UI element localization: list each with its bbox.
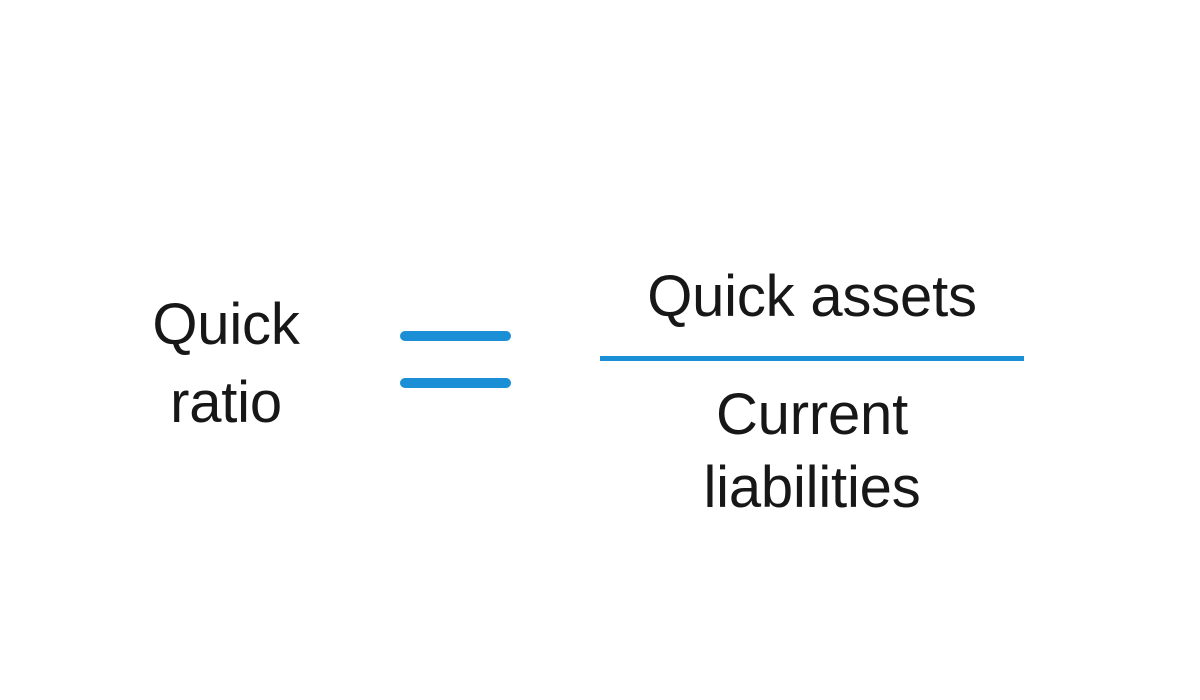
formula-left-term: Quick ratio: [108, 286, 344, 442]
formula-left-term-line-1: Quick: [152, 292, 300, 357]
equals-sign-bar-bottom: [400, 378, 511, 388]
fraction-numerator: Quick assets: [647, 264, 977, 329]
formula-left-term-line-2: ratio: [170, 370, 282, 435]
equals-sign-icon: [400, 331, 511, 388]
equals-sign-bar-top: [400, 331, 511, 341]
formula-fraction: Quick assets Current liabilities: [600, 262, 1024, 524]
fraction-denominator-line-1: Current: [716, 382, 908, 447]
fraction-denominator: Current liabilities: [600, 378, 1024, 524]
fraction-bar: [600, 356, 1024, 361]
fraction-denominator-line-2: liabilities: [703, 455, 921, 520]
